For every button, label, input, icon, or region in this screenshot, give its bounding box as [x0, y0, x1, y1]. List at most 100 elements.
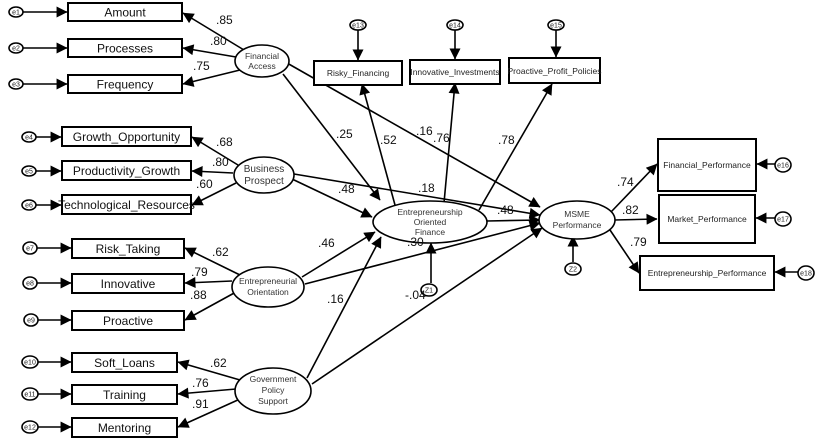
observed-training: Training [71, 384, 178, 405]
error-e12: e12 [21, 420, 39, 434]
error-e4: e4 [21, 131, 37, 143]
observed-label: Technological_Resources [58, 198, 195, 212]
observed-label: Mentoring [98, 421, 151, 435]
observed-label: Amount [104, 6, 146, 20]
latent-label: Prospect [244, 176, 284, 187]
coef-label: .88 [190, 288, 207, 302]
observed-label: Innovative [101, 277, 156, 291]
loading-arrows-left [177, 12, 245, 428]
error-e1: e1 [8, 6, 24, 18]
observed-market-performance: Market_Performance [658, 194, 756, 244]
observed-frequency: Frequency [67, 74, 183, 94]
error-e8: e8 [22, 276, 38, 290]
coef-label: -.04 [405, 288, 426, 302]
coef-label: .62 [212, 245, 229, 259]
latent-label: Entrepreneurship [397, 207, 462, 217]
coef-label: .68 [216, 135, 233, 149]
error-e15: e15 [547, 19, 565, 31]
observed-label: Entrepreneurship_Performance [648, 268, 767, 278]
observed-risky-financing: Risky_Financing [313, 60, 403, 86]
observed-productivity-growth: Productivity_Growth [61, 160, 192, 181]
observed-label: Frequency [97, 78, 154, 92]
observed-indicators-left: Amount Processes Frequency Growth_Opport… [58, 2, 195, 438]
latent-label: Oriented [414, 217, 447, 227]
coef-label: .76 [433, 131, 450, 145]
coef-label: .25 [336, 127, 353, 141]
coef-label: .85 [216, 13, 233, 27]
error-label: e5 [25, 169, 33, 176]
observed-indicators-right: Financial_Performance Market_Performance… [639, 138, 775, 291]
observed-innovative: Innovative [71, 273, 185, 294]
coef-label: .79 [630, 235, 647, 249]
observed-growth-opportunity: Growth_Opportunity [61, 126, 192, 147]
error-label: Z2 [569, 267, 577, 274]
error-label: e10 [24, 360, 36, 367]
coef-label: .18 [418, 181, 435, 195]
latent-entrepreneurial-orientation: Entrepreneurial Orientation [231, 266, 305, 308]
latent-label: Support [258, 396, 288, 406]
error-label: e2 [12, 46, 20, 53]
error-label: e8 [26, 281, 34, 288]
coef-label: .80 [212, 155, 229, 169]
latent-entrepreneurship-oriented-finance: Entrepreneurship Oriented Finance [372, 200, 488, 244]
error-e9: e9 [23, 313, 39, 327]
latent-label: Performance [553, 220, 602, 230]
coef-label: .79 [191, 265, 208, 279]
error-e11: e11 [21, 387, 39, 401]
error-e13: e13 [349, 19, 367, 31]
error-e10: e10 [21, 355, 39, 369]
coef-label: .48 [338, 182, 355, 196]
coef-label: .60 [196, 177, 213, 191]
error-label: e1 [12, 10, 20, 17]
observed-entrepreneurship-performance: Entrepreneurship_Performance [639, 255, 775, 291]
observed-mentoring: Mentoring [71, 417, 178, 438]
latent-constructs: Financial Access Business Prospect Entre… [231, 44, 616, 415]
error-e16: e16 [774, 157, 792, 173]
error-e7: e7 [22, 241, 38, 255]
coef-label: .80 [210, 34, 227, 48]
latent-government-policy-support: Government Policy Support [234, 367, 312, 415]
error-e2: e2 [8, 42, 24, 54]
observed-risk-taking: Risk_Taking [71, 238, 185, 259]
observed-soft-loans: Soft_Loans [71, 352, 178, 373]
latent-label: Policy [262, 385, 285, 395]
observed-technological-resources: Technological_Resources [58, 194, 195, 215]
observed-label: Soft_Loans [94, 356, 155, 370]
coef-label: .52 [380, 133, 397, 147]
observed-label: Proactive [103, 314, 153, 328]
observed-label: Growth_Opportunity [73, 130, 180, 144]
error-label: Z1 [425, 288, 433, 295]
error-terms-left: e1 e2 e3 e4 e5 e6 e7 e8 e9 e10 e11 e12 [8, 6, 39, 434]
coef-label: .91 [192, 397, 209, 411]
latent-business-prospect: Business Prospect [233, 156, 295, 194]
disturbance-z1: Z1 [420, 283, 438, 297]
observed-label: Financial_Performance [663, 160, 751, 170]
error-label: e18 [800, 271, 812, 278]
error-label: e9 [27, 318, 35, 325]
observed-innovative-investments: Innovative_Investments [409, 59, 501, 85]
latent-label: MSME [564, 209, 590, 219]
latent-financial-access: Financial Access [234, 44, 290, 78]
error-label: e12 [24, 425, 36, 432]
error-e3: e3 [8, 78, 24, 90]
observed-label: Market_Performance [667, 214, 747, 224]
latent-label: Orientation [247, 287, 289, 297]
coef-label: .75 [193, 59, 210, 73]
observed-label: Innovative_Investments [410, 67, 499, 77]
latent-label: Finance [415, 227, 446, 237]
structural-paths [282, 30, 798, 385]
error-e17: e17 [774, 211, 792, 227]
latent-label: Financial [245, 51, 279, 61]
error-arrows-left [23, 6, 72, 433]
observed-amount: Amount [67, 2, 183, 22]
observed-proactive-profit-policies: Proactive_Profit_Policies [507, 57, 602, 84]
coefficient-labels: .85 .80 .75 .68 .80 .60 .62 .79 .88 .62 … [190, 13, 647, 411]
error-e18: e18 [797, 265, 815, 281]
coef-label: .16 [416, 124, 433, 138]
error-e6: e6 [21, 199, 37, 211]
observed-indicators-top: Risky_Financing Innovative_Investments P… [313, 57, 602, 86]
observed-financial-performance: Financial_Performance [657, 138, 757, 192]
error-terms-right: e16 e17 e18 [774, 157, 815, 281]
error-label: e13 [352, 23, 364, 30]
